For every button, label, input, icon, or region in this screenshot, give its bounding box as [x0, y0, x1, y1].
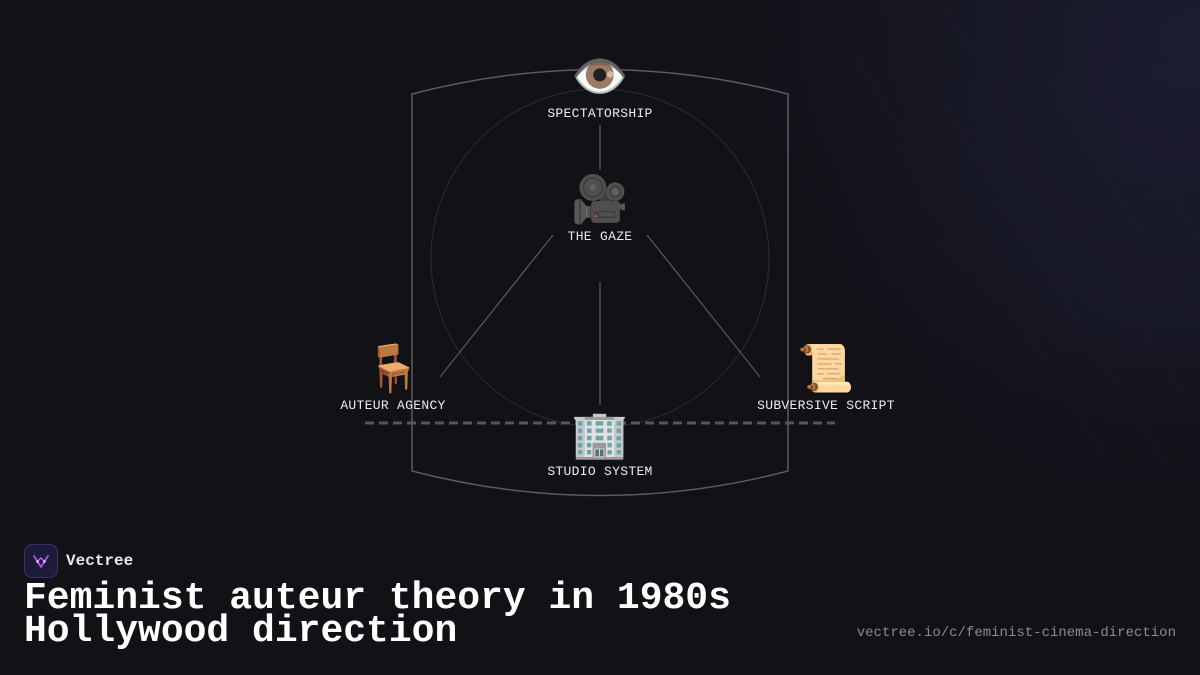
scroll-icon: 📜 [797, 341, 855, 395]
node-label: SUBVERSIVE SCRIPT [757, 398, 895, 413]
vectree-logo-icon [24, 544, 58, 578]
node-auteur-agency: 🪑 AUTEUR AGENCY [340, 342, 445, 413]
brand-name: Vectree [66, 552, 134, 570]
movie-camera-icon: 🎥 [571, 172, 629, 226]
node-the-gaze: 🎥 THE GAZE [568, 173, 633, 244]
node-studio-system: 🏢 STUDIO SYSTEM [547, 408, 652, 479]
page-title: Feminist auteur theory in 1980s Hollywoo… [24, 577, 731, 653]
node-label: AUTEUR AGENCY [340, 398, 446, 413]
node-label: SPECTATORSHIP [547, 106, 653, 121]
diagram-circle [430, 88, 770, 428]
node-label: STUDIO SYSTEM [547, 464, 653, 479]
node-subversive-script: 📜 SUBVERSIVE SCRIPT [757, 342, 895, 413]
diagram-frame [411, 68, 789, 497]
chair-icon: 🪑 [364, 341, 422, 395]
office-building-icon: 🏢 [571, 407, 629, 461]
source-url[interactable]: vectree.io/c/feminist-cinema-direction [856, 625, 1176, 641]
connector-gaze-auteur [439, 234, 554, 378]
node-spectatorship: 👁️ SPECTATORSHIP [547, 50, 652, 121]
connector-gaze-script [646, 234, 761, 378]
eye-icon: 👁️ [571, 49, 629, 103]
node-label: THE GAZE [567, 229, 633, 244]
brand[interactable]: Vectree [24, 544, 133, 578]
